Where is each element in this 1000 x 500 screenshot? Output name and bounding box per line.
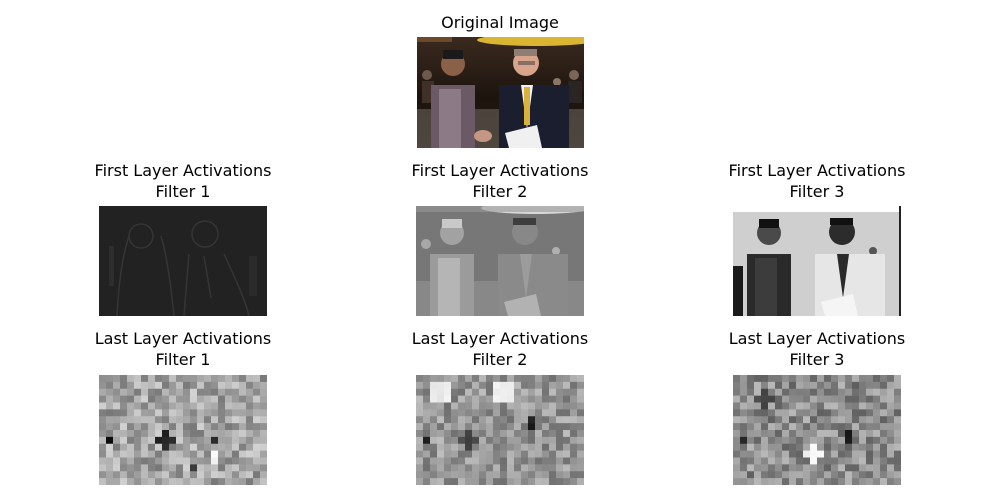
panel-title-last-filter1: Last Layer Activations Filter 1 [94,329,272,369]
activation-last-filter2 [416,375,584,485]
panel-title-first-filter1: First Layer Activations Filter 1 [94,161,272,201]
panel-title-last-filter3: Last Layer Activations Filter 3 [728,329,906,369]
activation-last-filter3 [733,375,901,485]
activation-first-filter2 [416,206,584,316]
panel-title-first-filter3: First Layer Activations Filter 3 [728,161,906,201]
activation-first-filter3 [733,206,901,316]
activation-last-filter1 [99,375,267,485]
original-image-title: Original Image [441,13,559,32]
original-image [417,37,584,148]
panel-title-first-filter2: First Layer Activations Filter 2 [411,161,589,201]
activation-first-filter1 [99,206,267,316]
panel-title-last-filter2: Last Layer Activations Filter 2 [411,329,589,369]
